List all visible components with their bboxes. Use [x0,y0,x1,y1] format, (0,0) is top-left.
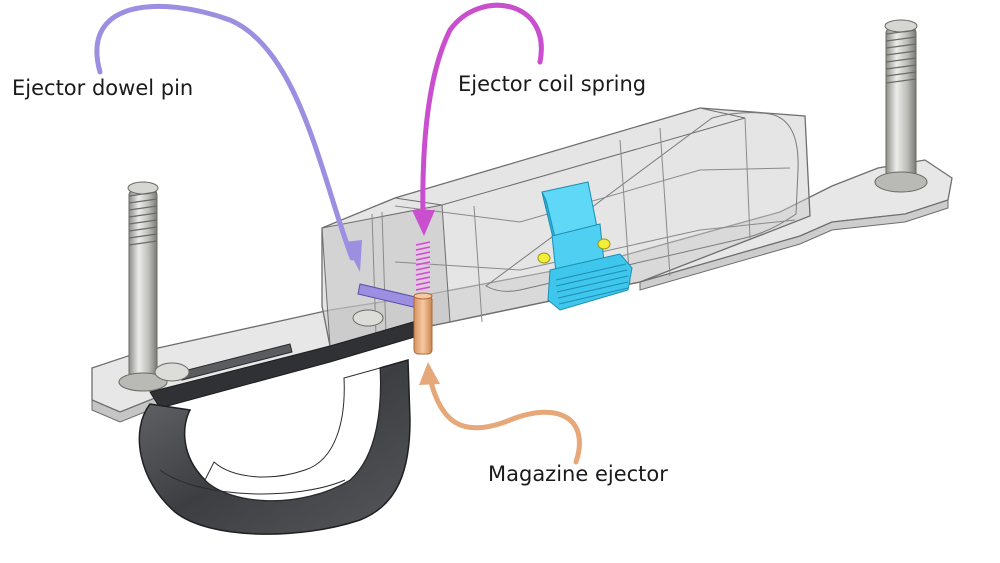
ejector-coil-spring [415,241,431,292]
dowel-pin-arrow [94,3,362,272]
label-ejector-dowel-pin: Ejector dowel pin [12,76,194,100]
guard-plate-screws [154,309,384,382]
magazine-latch [537,181,633,311]
label-magazine-ejector: Magazine ejector [488,462,668,486]
left-guard-screw [118,181,168,392]
magazine-ejector-arrow [419,362,582,465]
coil-spring-arrow [412,2,544,236]
right-guard-screw [874,19,928,193]
magazine-ejector [413,292,433,355]
label-ejector-coil-spring: Ejector coil spring [458,72,647,96]
